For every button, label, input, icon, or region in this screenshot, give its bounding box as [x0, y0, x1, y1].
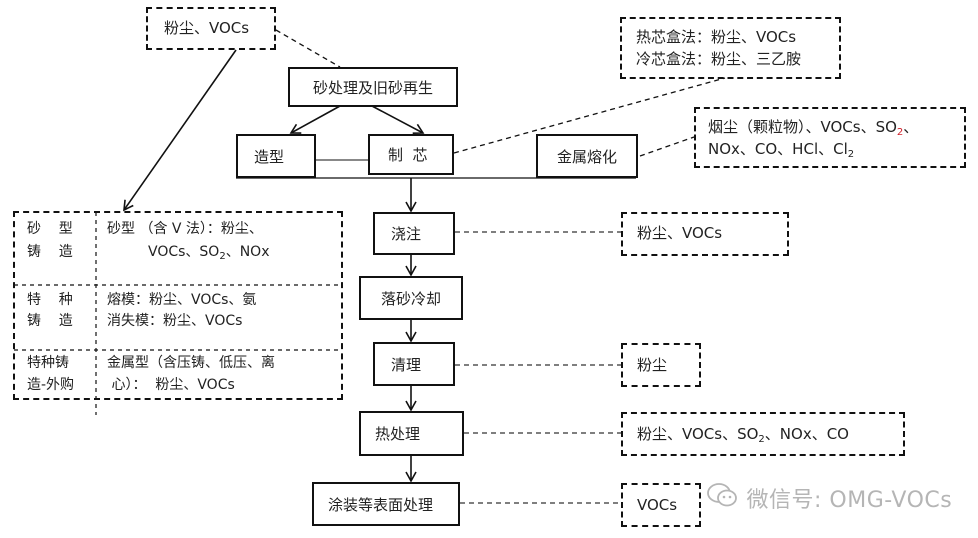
casting-row3-category-line1: 特种铸: [27, 355, 69, 371]
casting-row3-desc-line2: 心）： 粉尘、VOCs: [107, 377, 235, 393]
casting-row1-category-line1: 砂 型: [27, 221, 73, 237]
arrow-sand-molding: [289, 105, 341, 134]
casting-row1-subscript: 2: [219, 251, 226, 262]
emission-box-coremaking: 热芯盒法：粉尘、VOCs 冷芯盒法：粉尘、三乙胺: [620, 17, 841, 79]
casting-row2-desc-line2: 消失模：粉尘、VOCs: [107, 313, 243, 329]
arrow-to-casting-panel: [123, 49, 237, 212]
casting-row1-desc-line2-suffix: 、NOx: [225, 244, 270, 260]
process-heat-treatment: 热处理: [359, 411, 464, 456]
emission-text-core-cold: 冷芯盒法：粉尘、三乙胺: [636, 50, 802, 68]
melting-line1-text: 烟尘（颗粒物）、VOCs、SO: [708, 118, 897, 136]
casting-row3-category-line2: 造-外购: [27, 377, 75, 393]
emission-box-cleaning: 粉尘: [621, 343, 701, 387]
process-coating-label: 涂装等表面处理: [328, 495, 434, 514]
watermark-text: 微信号: OMG-VOCs: [746, 488, 953, 513]
process-coremaking: 制 芯: [368, 134, 454, 175]
process-surface-coating: 涂装等表面处理: [312, 482, 460, 526]
process-molding: 造型: [236, 134, 316, 178]
emission-box-melting: 烟尘（颗粒物）、VOCs、SO2、 NOx、CO、HCl、Cl2: [694, 107, 966, 168]
melting-line1-suffix: 、: [903, 118, 919, 136]
emission-text-core-hot: 热芯盒法：粉尘、VOCs: [636, 28, 797, 46]
melting-line2-subscript: 2: [847, 149, 855, 160]
emission-text-melting-line1: 烟尘（颗粒物）、VOCs、SO2、: [708, 117, 919, 138]
casting-types-panel: 砂 型 铸 造 砂型 （含 V 法）：粉尘、 VOCs、SO2、NOx 特 种 …: [13, 211, 343, 400]
casting-row2-desc-line1: 熔模：粉尘、VOCs、氨: [107, 292, 257, 308]
process-melting: 金属熔化: [536, 134, 638, 178]
emission-text-melting-line2: NOx、CO、HCl、Cl2: [708, 139, 855, 160]
emission-box-coating: VOCs: [621, 483, 701, 527]
process-shakeout: 落砂冷却: [359, 276, 463, 320]
emission-text-heat: 粉尘、VOCs、SO2、NOx、CO: [637, 424, 849, 445]
casting-row1-desc-line1: 砂型 （含 V 法）：粉尘、: [107, 221, 263, 237]
casting-row2-category-line1: 特 种: [27, 292, 73, 308]
process-sand-treatment: 砂处理及旧砂再生: [288, 67, 458, 107]
process-melting-label: 金属熔化: [556, 147, 617, 166]
melting-line1-subscript: 2: [896, 127, 904, 138]
casting-row3-desc-line1: 金属型（含压铸、低压、离: [107, 355, 275, 371]
heat-emission-text: 粉尘、VOCs、SO: [637, 425, 759, 443]
melting-line2-text: NOx、CO、HCl、Cl: [708, 140, 848, 158]
link-sand-emission: [275, 29, 341, 68]
process-cleaning: 清理: [373, 342, 455, 386]
emission-text-pouring: 粉尘、VOCs: [637, 224, 723, 242]
link-melting-emission: [639, 136, 695, 157]
process-pouring-label: 浇注: [391, 225, 422, 243]
emission-text-cleaning: 粉尘: [637, 356, 668, 374]
process-cleaning-label: 清理: [391, 355, 422, 374]
link-core-emission: [453, 77, 726, 154]
process-shakeout-label: 落砂冷却: [380, 289, 441, 308]
casting-row1-desc-line2: VOCs、SO2、NOx: [148, 242, 269, 262]
watermark: 微信号: OMG-VOCs: [705, 480, 952, 516]
process-heat-label: 热处理: [375, 425, 421, 443]
casting-row1-desc-line2-text: VOCs、SO: [148, 244, 220, 260]
emission-text-coating: VOCs: [637, 496, 678, 514]
emission-box-heat-treatment: 粉尘、VOCs、SO2、NOx、CO: [621, 412, 905, 456]
process-pouring: 浇注: [373, 212, 455, 255]
heat-emission-subscript: 2: [758, 434, 765, 445]
casting-row2-category-line2: 铸 造: [27, 313, 73, 329]
wechat-icon: [705, 480, 739, 516]
heat-emission-suffix: 、NOx、CO: [764, 425, 849, 443]
arrow-sand-coremaking: [371, 105, 425, 135]
process-sand-label: 砂处理及旧砂再生: [312, 78, 433, 97]
casting-row1-category-line2: 铸 造: [27, 244, 73, 260]
process-molding-label: 造型: [254, 147, 285, 166]
emission-box-pouring: 粉尘、VOCs: [621, 212, 789, 256]
process-coremaking-label: 制 芯: [388, 146, 428, 164]
emission-text-sand: 粉尘、VOCs: [164, 19, 250, 37]
emission-box-sand: 粉尘、VOCs: [146, 7, 276, 50]
